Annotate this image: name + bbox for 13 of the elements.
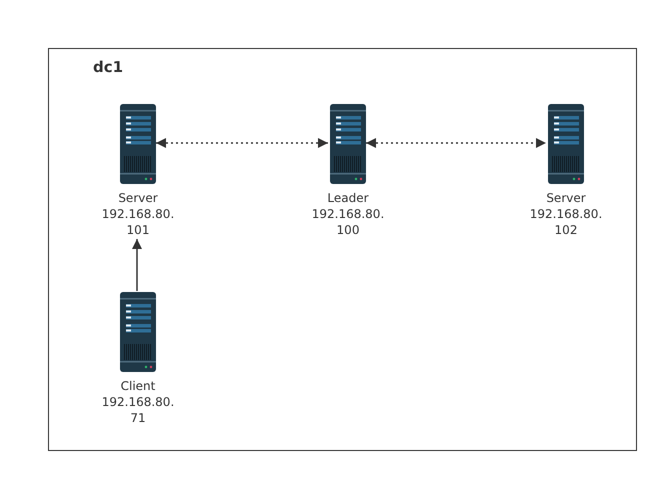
datacenter-group bbox=[48, 48, 637, 451]
arrow bbox=[366, 138, 546, 148]
server-icon bbox=[120, 292, 156, 372]
arrow bbox=[132, 239, 142, 291]
group-title: dc1 bbox=[93, 58, 124, 76]
arrow bbox=[156, 138, 328, 148]
server-label: Leader 192.168.80. 100 bbox=[310, 190, 386, 238]
server-label: Server 192.168.80. 101 bbox=[100, 190, 176, 238]
server-icon bbox=[330, 104, 366, 184]
server-label: Client 192.168.80. 71 bbox=[100, 378, 176, 426]
server-label: Server 192.168.80. 102 bbox=[528, 190, 604, 238]
server-icon bbox=[548, 104, 584, 184]
server-icon bbox=[120, 104, 156, 184]
